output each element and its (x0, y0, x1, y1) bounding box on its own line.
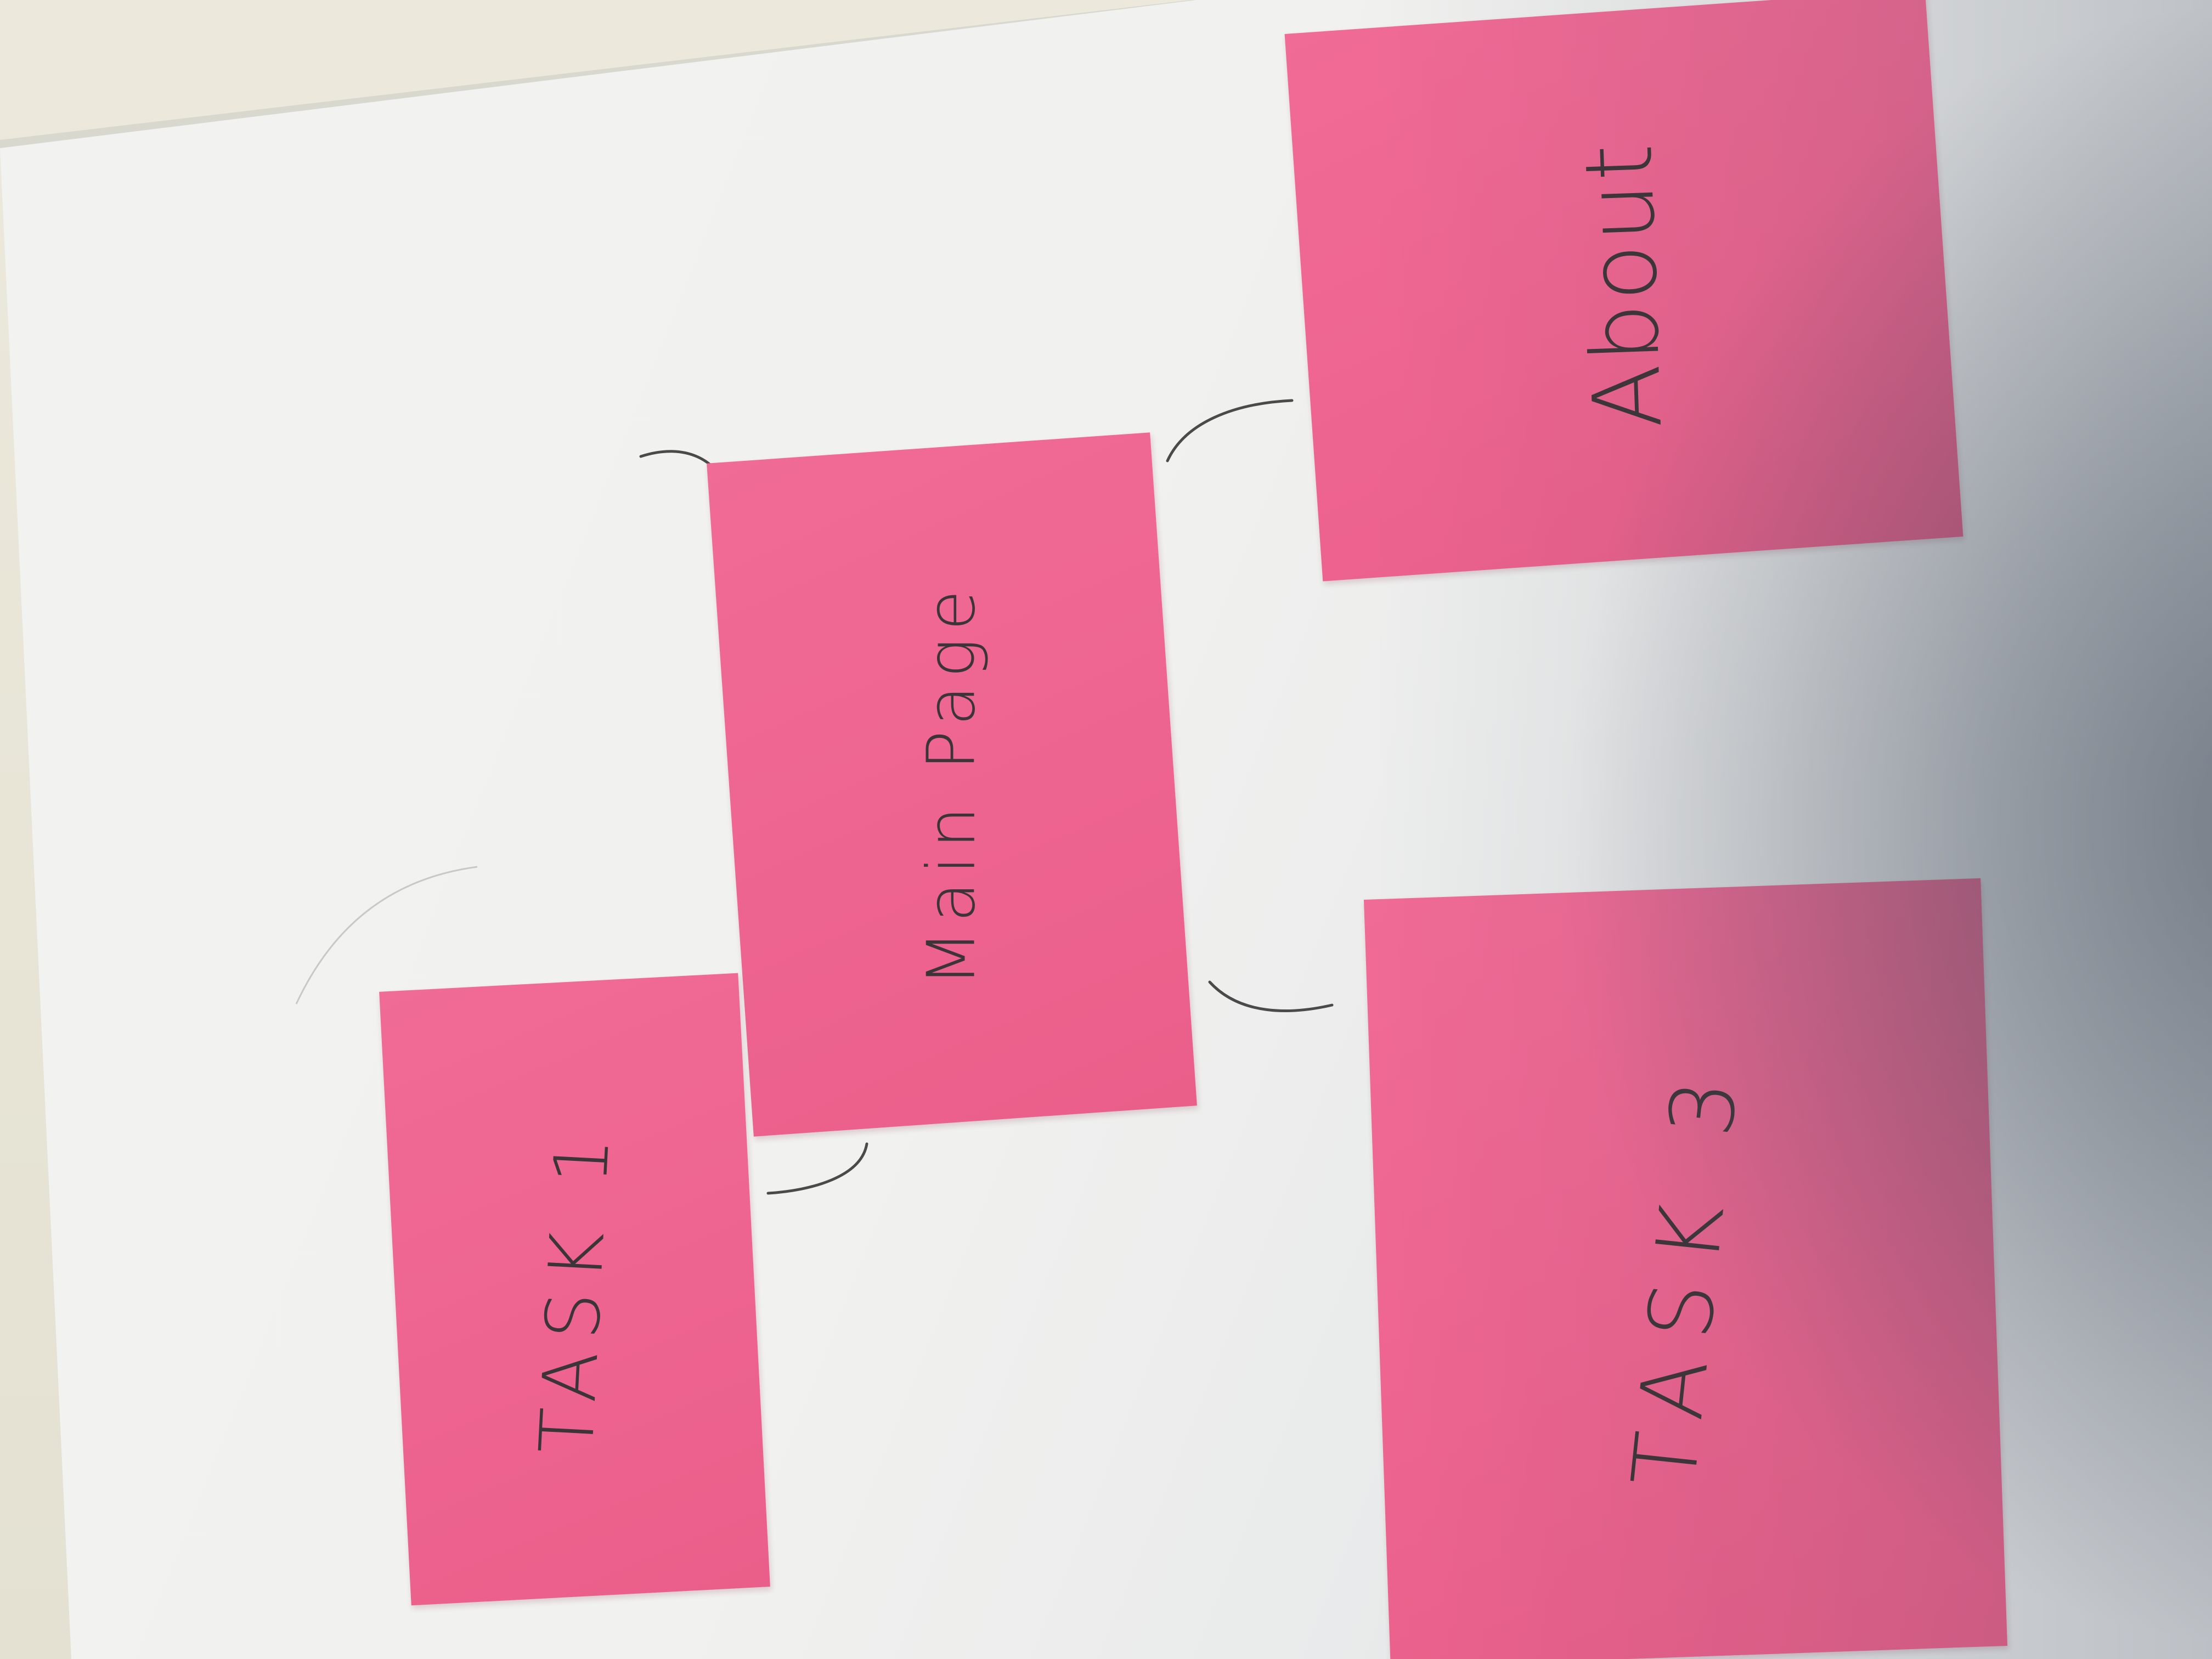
sticky-note-task-1[interactable]: TASK 1 (379, 973, 770, 1606)
connector-stroke-about (1166, 399, 1294, 462)
sticky-note-task-3[interactable]: TASK 3 (1363, 878, 2008, 1659)
note-label-main-page: Main Page (913, 582, 990, 987)
connector-stroke-task3 (1208, 980, 1334, 1012)
sticky-note-main-page[interactable]: Main Page (707, 432, 1197, 1137)
connector-stroke-task1 (766, 1142, 868, 1195)
note-label-about: About (1564, 140, 1684, 431)
note-label-task-1: TASK 1 (523, 1122, 627, 1456)
faint-pencil-arc (295, 866, 478, 1005)
sticky-note-about[interactable]: About (1284, 0, 1963, 582)
